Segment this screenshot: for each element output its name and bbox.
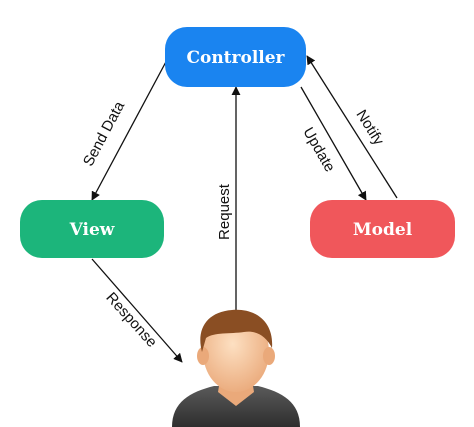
node-view-label: View [69,220,115,240]
node-view-box [20,200,164,258]
node-model-label: Model [353,220,413,240]
node-controller-box [165,27,306,87]
edge-send-data: Send Data [80,57,169,201]
edge-response: Response [91,258,183,363]
node-model-box [310,200,455,258]
user-hair [200,309,273,352]
node-model: Model [310,200,455,258]
edge-label-send-data: Send Data [80,98,129,169]
edge-label-notify: Notify [352,107,387,149]
user-icon [172,309,300,427]
edge-label-update: Update [299,125,338,175]
node-controller: Controller [165,27,306,87]
user-ear-left [197,347,209,365]
edge-label-response: Response [102,289,160,351]
user-ear-right [263,347,275,365]
user-body [172,386,300,427]
node-controller-label: Controller [186,48,285,68]
edge-request: Request [216,86,241,312]
node-view: View [20,200,164,258]
edge-update: Update [299,86,367,201]
edge-label-request: Request [216,183,233,240]
